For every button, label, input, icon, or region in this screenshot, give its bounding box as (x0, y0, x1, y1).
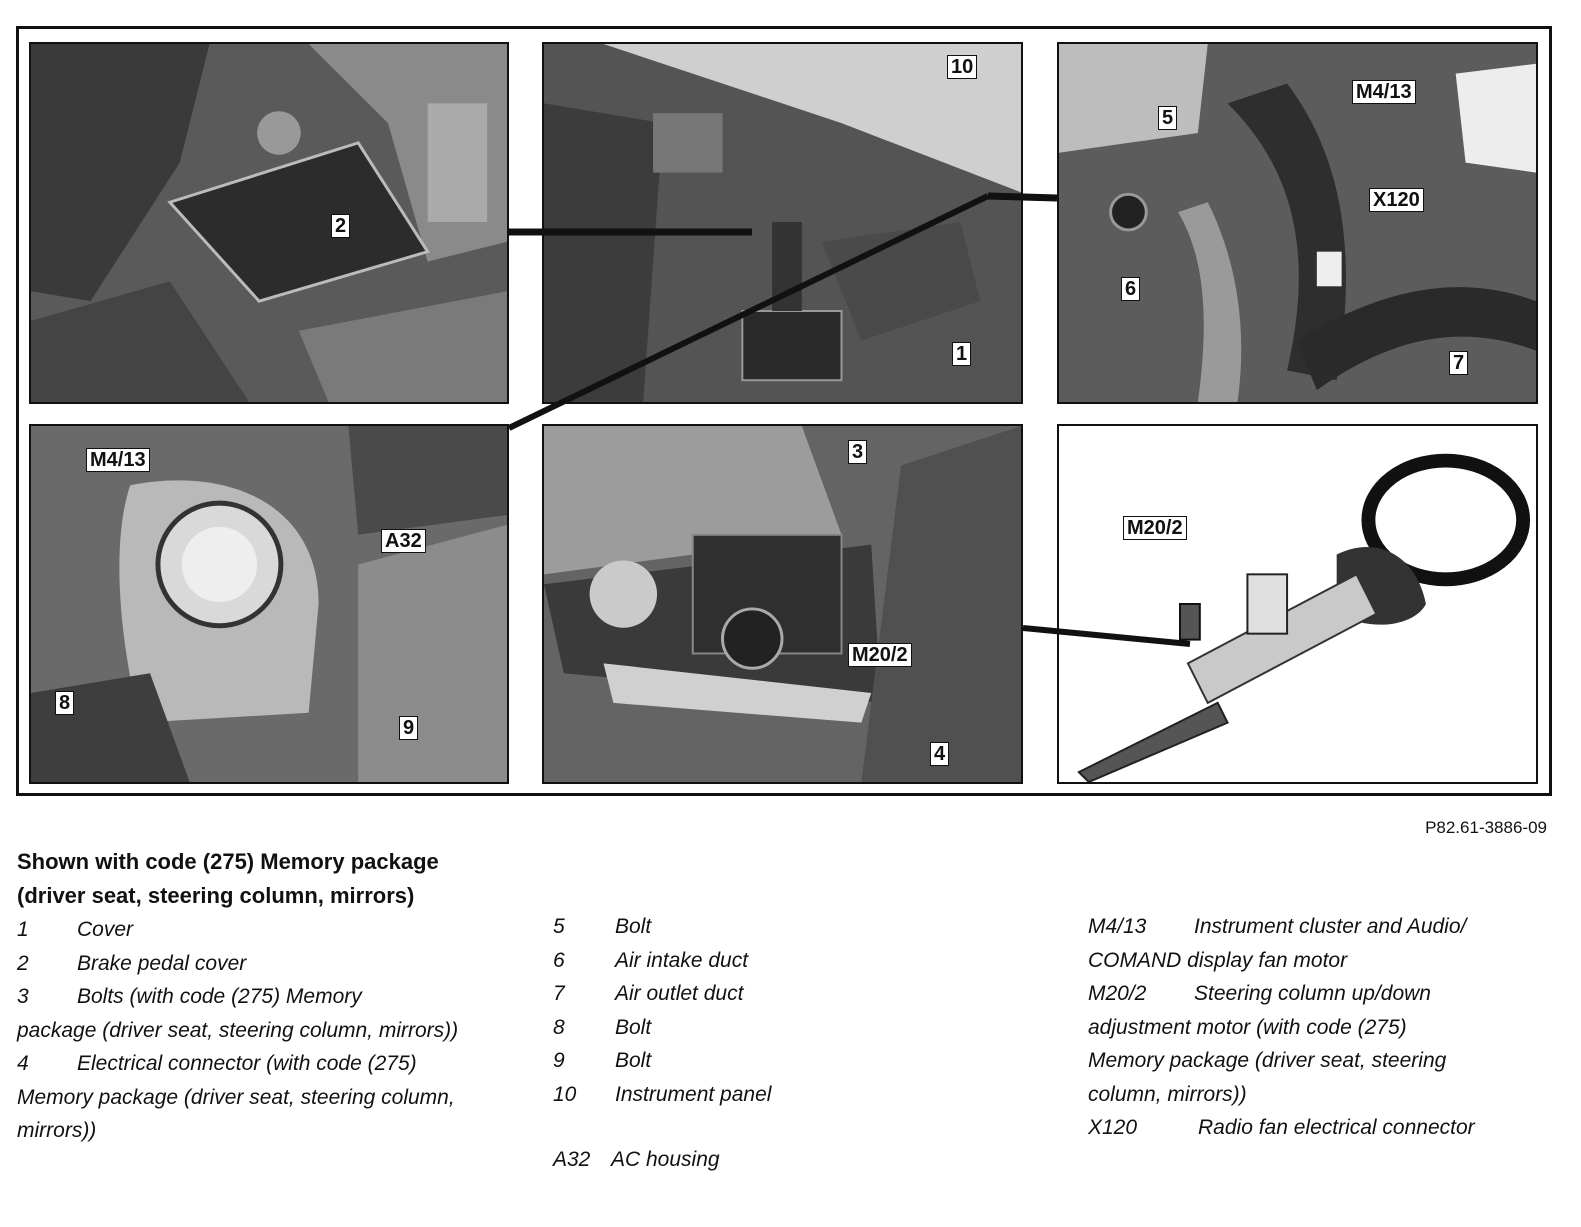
callout-m202-drawing: M20/2 (1123, 516, 1187, 540)
callout-m202-photo: M20/2 (848, 643, 912, 667)
callout-8: 8 (55, 691, 75, 715)
photo-air-ducts: M4/13 5 X120 6 7 (1057, 42, 1538, 404)
callout-5: 5 (1158, 106, 1178, 130)
callout-9: 9 (399, 716, 419, 740)
callout-10: 10 (947, 55, 978, 79)
legend-item-continued: Memory package (driver seat, steering co… (17, 1085, 455, 1143)
legend-title: Shown with code (275) Memory package (dr… (17, 849, 439, 908)
photo-fan-motor: M4/13 A32 8 9 (29, 424, 509, 784)
callout-x120: X120 (1369, 188, 1424, 212)
legend-item-continued: package (driver seat, steering column, m… (17, 1018, 459, 1042)
photo-instrument-panel: 10 1 (542, 42, 1023, 404)
drawing-steering-column: M20/2 (1057, 424, 1538, 784)
photo-steering-column-motor: 3 M20/2 4 (542, 424, 1023, 784)
callout-1: 1 (952, 342, 972, 366)
legend-item-continued: COMAND display fan motor (1088, 948, 1348, 972)
callout-m413-top: M4/13 (1352, 80, 1416, 104)
callout-2: 2 (331, 214, 351, 238)
callout-7: 7 (1449, 351, 1469, 375)
callout-a32: A32 (381, 529, 426, 553)
photo-brake-pedal-cover: 2 (29, 42, 509, 404)
callout-3: 3 (848, 440, 868, 464)
callout-6: 6 (1121, 277, 1141, 301)
callout-m413-left: M4/13 (86, 448, 150, 472)
legend-item-continued: adjustment motor (with code (275) Memory… (1088, 1015, 1447, 1106)
legend-column-1: Shown with code (275) Memory package (dr… (17, 845, 487, 1148)
figure-reference: P82.61-3886-09 (1425, 818, 1547, 837)
callout-4: 4 (930, 742, 950, 766)
